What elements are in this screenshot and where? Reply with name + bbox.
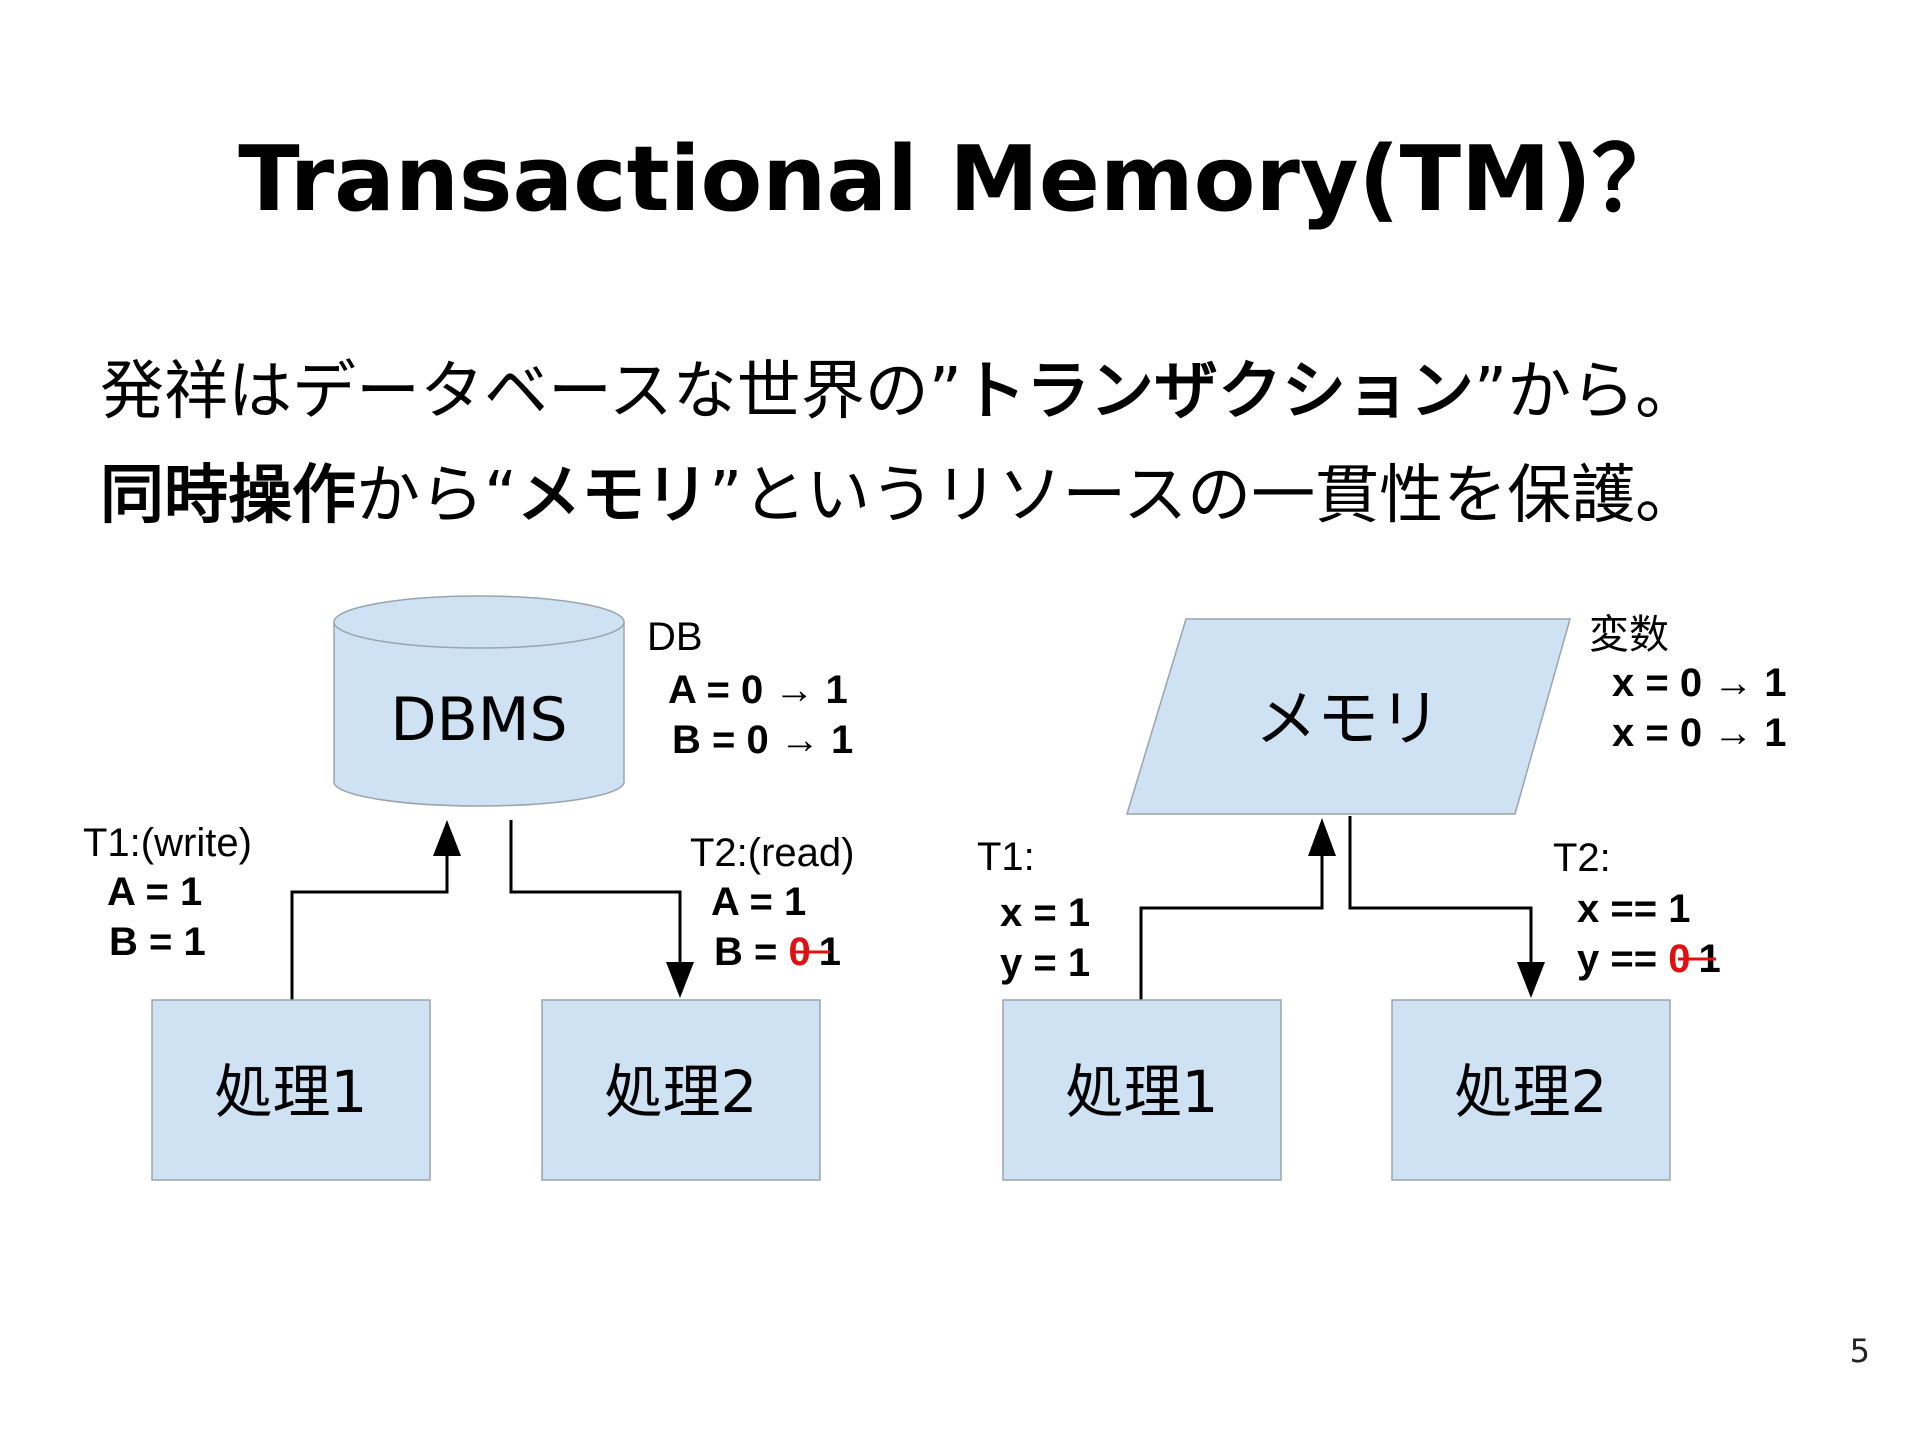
db-state-line-a: A = 0 → 1 <box>668 668 848 712</box>
db-process-2-box <box>541 999 821 1181</box>
page-number: 5 <box>1849 1332 1870 1370</box>
db-state-title: DB <box>647 615 703 659</box>
db-t2-line-b-pre: B = <box>714 930 788 974</box>
mem-t1-line-x: x = 1 <box>1000 891 1090 935</box>
intro-line-1: 発祥はデータベースな世界の”トランザクション”から。 <box>100 352 1699 432</box>
mem-t2-arrow <box>1348 816 1533 966</box>
mem-t1-arrowhead <box>1308 818 1336 856</box>
intro-line-2-bold-1: 同時操作 <box>100 459 356 533</box>
db-process-2-label: 処理2 <box>605 1058 758 1126</box>
dbms-cylinder: DBMS <box>333 595 625 807</box>
db-t1-line-b: B = 1 <box>109 920 206 964</box>
intro-line-2: 同時操作から“メモリ”というリソースの一貫性を保護。 <box>100 456 1699 536</box>
db-t1-line-a: A = 1 <box>107 870 202 914</box>
mem-diagram: メモリ 変数 x = 0 → 1 x = 0 → 1 T1: x = 1 y =… <box>977 613 1787 1181</box>
mem-process-2-box <box>1391 999 1671 1181</box>
intro-line-2-bold-2: メモリ <box>517 459 710 533</box>
mem-t2-arrowhead <box>1517 962 1545 998</box>
dbms-label: DBMS <box>390 685 567 755</box>
db-state-line-b: B = 0 → 1 <box>672 718 853 762</box>
memory-parallelogram <box>1125 618 1571 815</box>
memory-label: メモリ <box>1255 682 1441 755</box>
mem-t1-line-y: y = 1 <box>1000 941 1090 985</box>
db-process-1-box <box>151 999 431 1181</box>
mem-state-title: 変数 <box>1589 613 1669 657</box>
intro-line-1-bold: トランザクション <box>961 355 1474 429</box>
db-t2-arrowhead <box>666 962 694 998</box>
mem-process-2-label: 処理2 <box>1455 1058 1608 1126</box>
intro-line-1-post: ”から。 <box>1473 355 1700 429</box>
intro-line-1-pre: 発祥はデータベースな世界の” <box>100 355 962 429</box>
mem-t1-arrow <box>1139 850 1324 1000</box>
db-process-1-label: 処理1 <box>215 1058 368 1126</box>
mem-t2-line-x: x == 1 <box>1577 887 1690 931</box>
db-t1-title: T1:(write) <box>83 821 252 865</box>
mem-state-line-1: x = 0 → 1 <box>1612 661 1787 705</box>
mem-process-1-box <box>1002 999 1282 1181</box>
db-t2-line-a: A = 1 <box>711 880 806 924</box>
db-t2-title: T2:(read) <box>690 831 855 875</box>
db-t1-arrow <box>290 850 449 1000</box>
mem-state-line-2: x = 0 → 1 <box>1612 711 1787 755</box>
mem-t2-title: T2: <box>1553 836 1611 880</box>
db-diagram: DBMS DB A = 0 → 1 B = 0 → 1 T1:(write) A… <box>83 595 855 1181</box>
db-t1-arrowhead <box>433 820 461 856</box>
mem-t1-title: T1: <box>977 835 1035 879</box>
slide-title: Transactional Memory(TM)？ <box>238 127 1682 232</box>
db-t2-arrow <box>509 820 682 966</box>
intro-line-2-post: ”というリソースの一貫性を保護。 <box>709 459 1700 533</box>
mem-process-1-label: 処理1 <box>1066 1058 1219 1126</box>
intro-line-2-mid: から“ <box>356 459 518 533</box>
mem-t2-line-y-pre: y == <box>1577 937 1668 981</box>
